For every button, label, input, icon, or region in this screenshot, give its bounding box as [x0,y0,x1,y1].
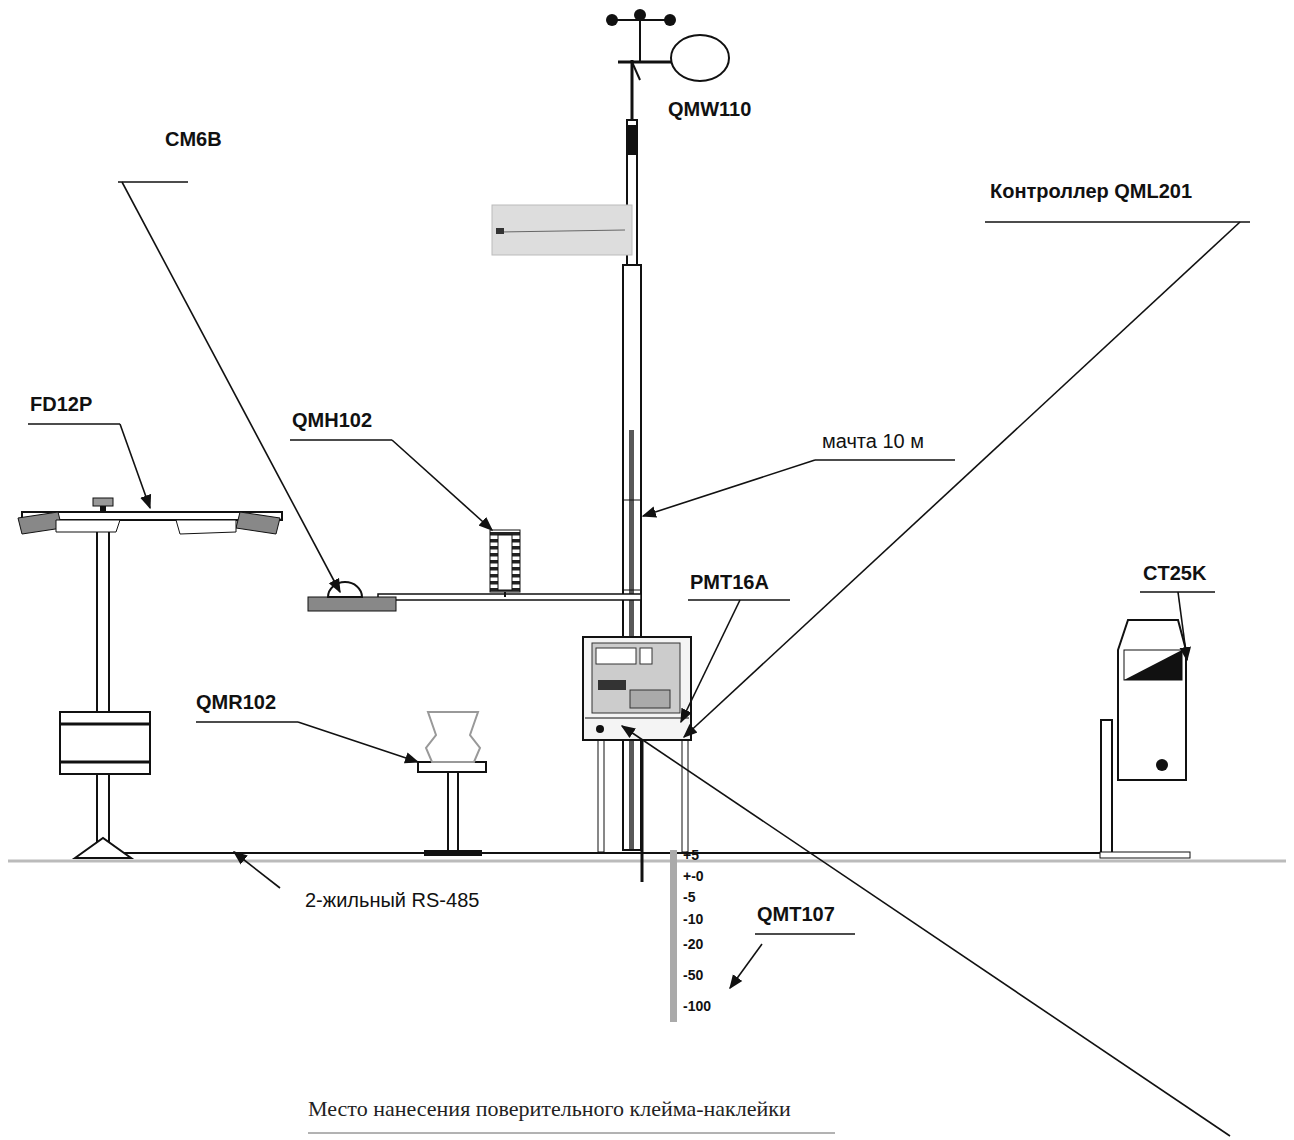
part-name: QMH102 [292,409,372,431]
part-name: QMW110 [668,98,751,120]
cable-label: 2-жильный RS-485 [305,889,479,911]
scale-mark: -10 [683,912,703,927]
part-name: FD12P [30,393,92,415]
part-name: мачта 10 м [822,430,924,452]
part-name: QMR102 [196,691,276,713]
part-name: CT25K [1143,562,1206,584]
scale-mark: -100 [683,999,711,1014]
scale-mark: -20 [683,937,703,952]
part-name: CM6B [165,128,222,150]
part-name: Контроллер QML201 [990,180,1192,202]
scale-mark: +-0 [683,869,704,884]
part-name: PMT16A [690,571,769,593]
part-name: QMT107 [757,903,835,925]
caption: Место нанесения поверительного клейма-на… [308,1097,791,1121]
scale-mark: +5 [683,848,699,863]
scale-mark: -5 [683,890,695,905]
scale-mark: -50 [683,968,703,983]
